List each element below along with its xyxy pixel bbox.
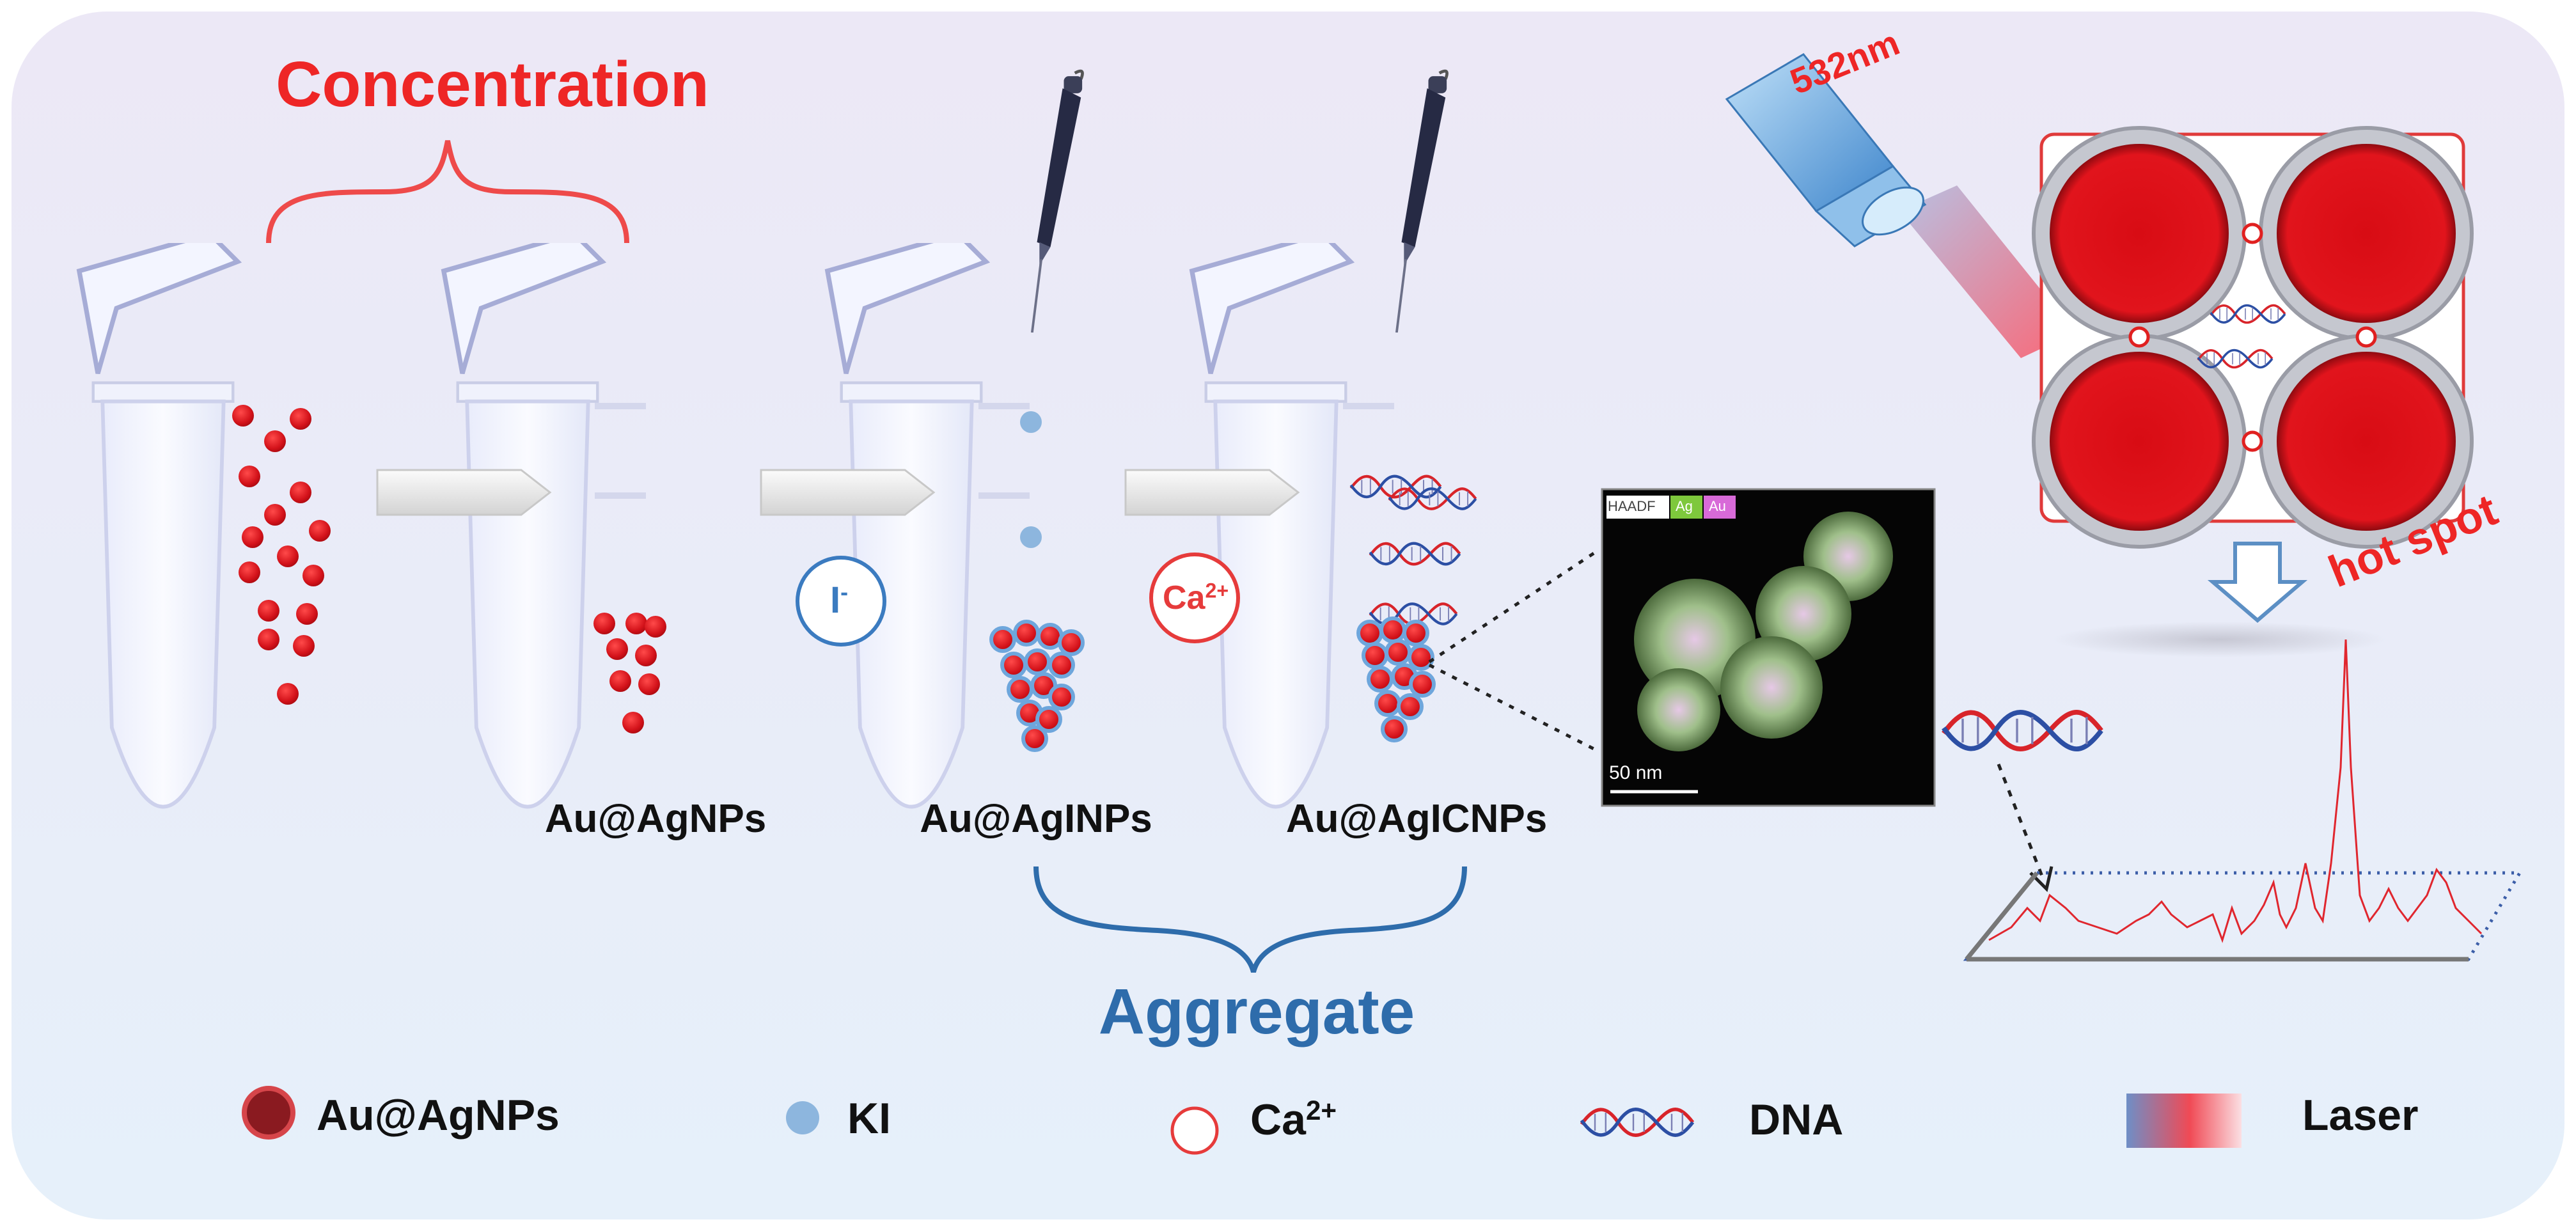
calcium-label: Ca2+ xyxy=(1163,579,1229,616)
concentration-brace xyxy=(266,140,629,244)
aggregate-brace xyxy=(1033,866,1467,973)
hotspot-cluster xyxy=(2032,126,2474,549)
ki-particles-tube-3 xyxy=(1020,411,1042,548)
hotspot-shadow xyxy=(2053,622,2385,657)
laser-emitter-icon xyxy=(1725,53,2075,358)
legend-ki-label: KI xyxy=(847,1094,891,1143)
legend-dna-label: DNA xyxy=(1749,1095,1844,1144)
legend-calcium-label: Ca2+ xyxy=(1250,1095,1337,1144)
dna-arrowhead xyxy=(2029,866,2054,892)
zoom-lines xyxy=(1428,548,1600,753)
tube2-label: Au@AgNPs xyxy=(544,797,767,841)
tem-image xyxy=(1601,488,1936,807)
arrow-right-icon xyxy=(760,469,936,516)
tem-tag-haadf: HAADF xyxy=(1608,498,1656,514)
tem-tag-ag: Ag xyxy=(1676,498,1693,514)
aggregate-tube-4 xyxy=(1356,616,1436,742)
dna-to-spectrum-arrow xyxy=(1997,764,2045,880)
legend-particle-icon xyxy=(242,1086,295,1140)
legend-calcium-icon xyxy=(1170,1106,1219,1155)
tem-scale-label: 50 nm xyxy=(1609,762,1663,783)
legend-ki-icon xyxy=(786,1101,819,1134)
tube-markings xyxy=(595,403,1394,499)
tem-tag-au: Au xyxy=(1709,498,1726,514)
aggregate-tube-3 xyxy=(989,620,1085,752)
tube3-label: Au@AgINPs xyxy=(920,797,1152,841)
iodide-label: I- xyxy=(830,579,849,621)
arrow-right-icon xyxy=(1124,469,1300,516)
aggregate-label: Aggregate xyxy=(1098,976,1415,1047)
arrow-down-icon xyxy=(2207,542,2308,623)
sers-spectrum xyxy=(1963,639,2523,962)
tube4-label: Au@AgICNPs xyxy=(1285,797,1548,841)
calcium-reagent-circle xyxy=(1149,553,1240,643)
concentration-label: Concentration xyxy=(276,49,709,120)
iodide-reagent-circle xyxy=(796,556,886,647)
legend-laser-icon xyxy=(2126,1094,2242,1148)
particles-tube-2 xyxy=(593,613,666,733)
legend-laser-label: Laser xyxy=(2302,1091,2419,1140)
arrow-right-icon xyxy=(376,469,552,516)
legend-particle-label: Au@AgNPs xyxy=(317,1091,560,1140)
particles-tube-1 xyxy=(232,405,331,705)
